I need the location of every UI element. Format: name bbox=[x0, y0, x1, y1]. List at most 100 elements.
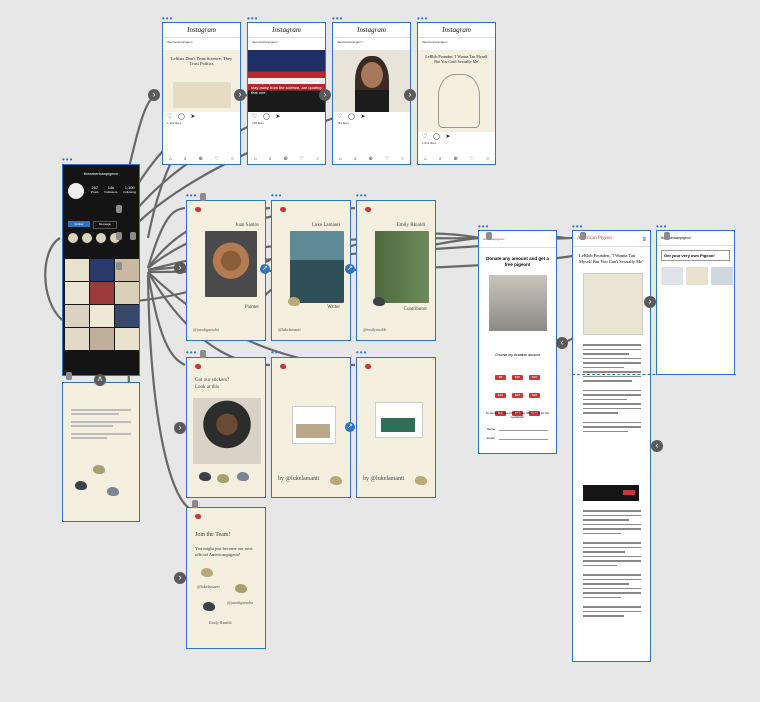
profile-grid[interactable] bbox=[65, 259, 139, 350]
message-button[interactable]: Message bbox=[93, 221, 117, 229]
amount-button[interactable]: $20 bbox=[495, 393, 506, 398]
chevron-right-icon[interactable]: › bbox=[174, 572, 186, 584]
chevron-right-icon[interactable]: › bbox=[234, 89, 246, 101]
link-tag bbox=[66, 372, 72, 380]
chevron-up-icon[interactable]: ˄ bbox=[94, 374, 106, 386]
instagram-post-frame-2[interactable]: Instagram theamericanpigeon Some people … bbox=[247, 22, 326, 165]
amount-button[interactable]: $30 bbox=[529, 393, 540, 398]
post-likes: 1,102 likes bbox=[167, 121, 182, 125]
post-username: theamericanpigeon bbox=[337, 40, 363, 44]
profile-icon[interactable]: ○ bbox=[400, 156, 404, 162]
about-frame[interactable] bbox=[62, 382, 140, 522]
add-icon[interactable]: ⊕ bbox=[283, 156, 288, 162]
stickers-card[interactable]: Got our stickers? Look at this bbox=[186, 357, 266, 498]
chevron-left-icon[interactable]: ‹ bbox=[556, 337, 568, 349]
heart-icon[interactable]: ♡ bbox=[214, 156, 220, 162]
shop-frame[interactable]: theamericanpigeon Get your very own Pige… bbox=[656, 230, 735, 375]
amount-button[interactable]: $10 bbox=[512, 375, 523, 380]
chevron-right-icon[interactable]: › bbox=[148, 89, 160, 101]
link-tag bbox=[200, 350, 206, 358]
home-icon[interactable]: ⌂ bbox=[338, 156, 342, 162]
menu-icon[interactable]: ≡ bbox=[642, 237, 646, 243]
post-image: Some people who said science should stay… bbox=[248, 50, 325, 112]
instagram-post-frame-4[interactable]: Instagram theamericanpigeon LeBlob Pound… bbox=[417, 22, 496, 165]
add-icon[interactable]: ⊕ bbox=[198, 156, 203, 162]
chevron-right-icon[interactable]: › bbox=[404, 89, 416, 101]
bottom-nav[interactable]: ⌂ ⌕ ⊕ ♡ ○ bbox=[248, 156, 325, 162]
stickers-subtitle: Look at this bbox=[195, 385, 219, 390]
search-icon[interactable]: ⌕ bbox=[268, 156, 272, 162]
chevron-right-icon[interactable]: › bbox=[644, 296, 656, 308]
shop-promo[interactable]: Get your very own Pigeon! bbox=[661, 250, 730, 261]
donation-amounts[interactable]: $5 $10 $15 $20 $25 $30 $40 $50 $100 bbox=[483, 365, 552, 419]
donate-choose: Choose my donation amount bbox=[495, 353, 540, 357]
heart-icon[interactable]: ♡ bbox=[384, 156, 390, 162]
join-card[interactable]: Join the Team! You might just become our… bbox=[186, 507, 266, 649]
avatar bbox=[68, 183, 84, 199]
home-icon[interactable]: ⌂ bbox=[168, 156, 172, 162]
newsletter-box[interactable] bbox=[583, 485, 639, 501]
add-icon[interactable]: ⊕ bbox=[453, 156, 458, 162]
link-tag bbox=[130, 232, 136, 240]
amount-button[interactable]: $5 bbox=[495, 375, 506, 380]
post-image bbox=[333, 50, 410, 112]
instagram-logo: Instagram bbox=[248, 23, 325, 38]
article-frame[interactable]: American Pigeon ≡ LeBlob Pounden, 'I Wan… bbox=[572, 230, 651, 662]
bottom-nav[interactable]: ⌂ ⌕ ⊕ ♡ ○ bbox=[333, 156, 410, 162]
home-icon[interactable]: ⌂ bbox=[423, 156, 427, 162]
chevron-right-icon[interactable]: › bbox=[174, 422, 186, 434]
highlights[interactable] bbox=[68, 233, 120, 243]
instagram-post-frame-1[interactable]: Instagram theamericanpigeon Leftists Don… bbox=[162, 22, 241, 165]
heart-icon[interactable]: ♡ bbox=[299, 156, 305, 162]
join-handle-1: @lukelamanti bbox=[197, 584, 220, 589]
amount-button[interactable]: $40 bbox=[495, 411, 506, 416]
chevron-left-icon[interactable]: ‹ bbox=[651, 440, 663, 452]
chevron-right-icon[interactable]: › bbox=[319, 89, 331, 101]
home-icon[interactable]: ⌂ bbox=[253, 156, 257, 162]
profile-icon[interactable]: ○ bbox=[485, 156, 489, 162]
profile-icon[interactable]: ○ bbox=[315, 156, 319, 162]
donate-title: Donate any amount and get a free pigeon! bbox=[486, 256, 549, 267]
amount-button[interactable]: $100 bbox=[529, 411, 540, 416]
search-icon[interactable]: ⌕ bbox=[438, 156, 442, 162]
bottom-nav[interactable]: ⌂ ⌕ ⊕ ♡ ○ bbox=[418, 156, 495, 162]
hotspot-icon[interactable]: ↗ bbox=[345, 264, 355, 274]
post-title: LeBlob Pounden, 'I Wanna Tan Myself But … bbox=[425, 54, 488, 64]
post-image: Leftists Don't Trust Science, They Trust… bbox=[163, 50, 240, 112]
link-tag bbox=[116, 232, 122, 240]
post-actions[interactable]: ♡ ◯ ➤ bbox=[422, 134, 453, 140]
join-title: Join the Team! bbox=[195, 532, 231, 538]
search-icon[interactable]: ⌕ bbox=[183, 156, 187, 162]
link-tag bbox=[116, 205, 122, 213]
add-icon[interactable]: ⊕ bbox=[368, 156, 373, 162]
search-icon[interactable]: ⌕ bbox=[353, 156, 357, 162]
scroll-fold-line bbox=[572, 374, 736, 375]
amount-button[interactable]: $15 bbox=[529, 375, 540, 380]
contributor-name: Emily Rinaldi bbox=[396, 223, 425, 228]
post-actions[interactable]: ♡ ◯ ➤ bbox=[167, 114, 198, 120]
link-tag bbox=[486, 232, 492, 240]
post-actions[interactable]: ♡ ◯ ➤ bbox=[337, 114, 368, 120]
contributor-card-3[interactable]: Emily Rinaldi Contributor @emilyrinaldi bbox=[356, 200, 436, 341]
book-panel-1[interactable]: by @lukelamanti bbox=[271, 357, 351, 498]
amount-button[interactable]: $25 bbox=[512, 393, 523, 398]
hotspot-icon[interactable]: ↗ bbox=[345, 422, 355, 432]
instagram-post-frame-3[interactable]: Instagram theamericanpigeon ♡ ◯ ➤ 784 li… bbox=[332, 22, 411, 165]
post-actions[interactable]: ♡ ◯ ➤ bbox=[252, 114, 283, 120]
amount-button[interactable]: $50 bbox=[512, 411, 523, 416]
heart-icon[interactable]: ♡ bbox=[469, 156, 475, 162]
bottom-nav[interactable]: ⌂ ⌕ ⊕ ♡ ○ bbox=[163, 156, 240, 162]
chevron-right-icon[interactable]: › bbox=[174, 262, 186, 274]
contributor-card-2[interactable]: Luke Lamanti Writer @lukelamanti bbox=[271, 200, 351, 341]
donate-frame[interactable]: americanpigeon Donate any amount and get… bbox=[478, 230, 557, 454]
profile-icon[interactable]: ○ bbox=[230, 156, 234, 162]
email-field[interactable] bbox=[499, 439, 548, 440]
book-byline: by @lukelamanti bbox=[363, 476, 405, 482]
follow-button[interactable]: Follow bbox=[68, 221, 90, 227]
hotspot-icon[interactable]: ↗ bbox=[260, 264, 270, 274]
contributor-card-1[interactable]: Juan Santos Painter @juanfigueroba bbox=[186, 200, 266, 341]
name-field[interactable] bbox=[499, 430, 548, 431]
post-likes: 784 likes bbox=[337, 121, 349, 125]
book-panel-2[interactable]: by @lukelamanti bbox=[356, 357, 436, 498]
